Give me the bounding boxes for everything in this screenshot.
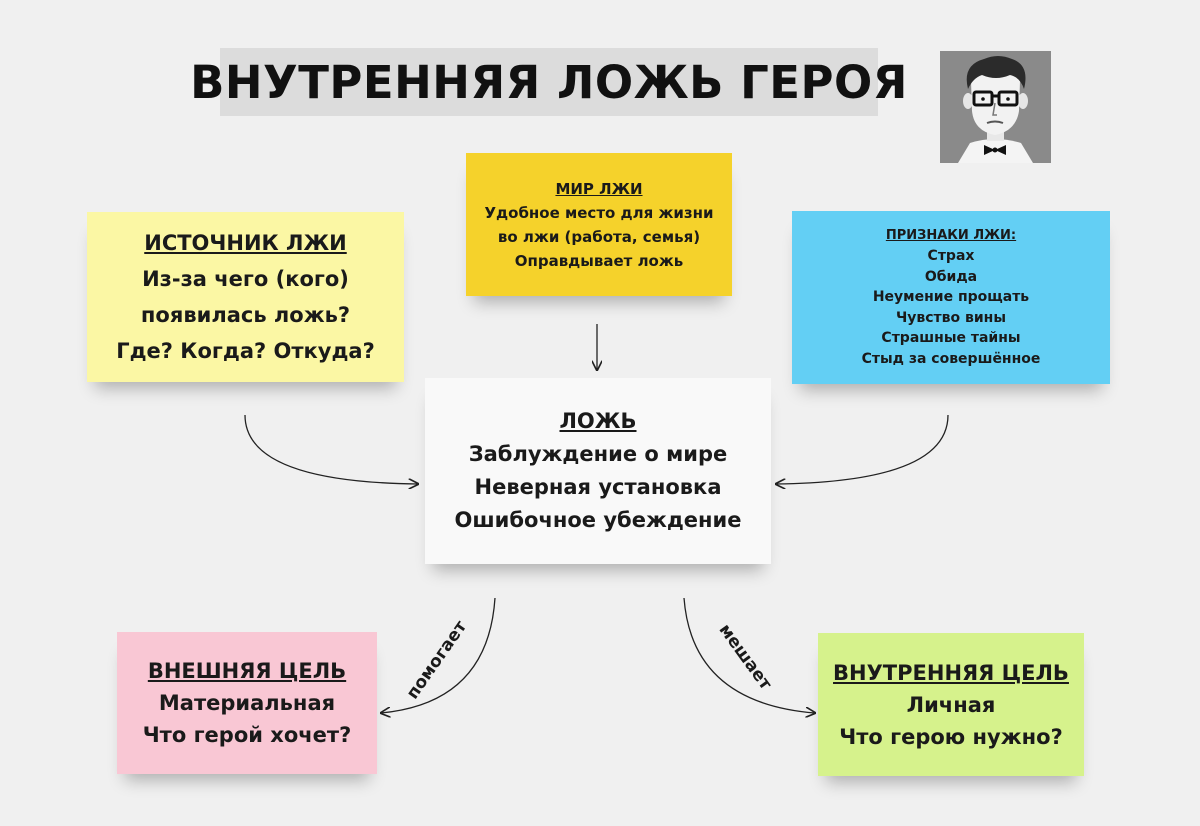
note-line: Что герою нужно? (839, 724, 1063, 749)
note-line: Личная (906, 692, 996, 717)
note-line: Неумение прощать (872, 289, 1030, 306)
note-line: Заблуждение о мире (468, 442, 728, 466)
note-line: Материальная (158, 691, 336, 715)
note-line: Ошибочное убеждение (454, 508, 742, 532)
world-of-lie-note: МИР ЛЖИ Удобное место для жизни во лжи (… (466, 153, 732, 296)
note-heading: ИСТОЧНИК ЛЖИ (144, 231, 347, 255)
note-line: во лжи (работа, семья) (497, 227, 701, 246)
lie-note: ЛОЖЬ Заблуждение о мире Неверная установ… (425, 378, 771, 564)
note-line: Оправдывает ложь (514, 251, 684, 270)
note-heading: ПРИЗНАКИ ЛЖИ: (885, 227, 1017, 243)
note-line: Где? Когда? Откуда? (116, 339, 375, 363)
note-line: Чувство вины (895, 309, 1007, 326)
note-heading: ВНУТРЕННЯЯ ЦЕЛЬ (833, 660, 1069, 685)
note-heading: ВНЕШНЯЯ ЦЕЛЬ (147, 659, 347, 683)
inner-goal-note: ВНУТРЕННЯЯ ЦЕЛЬ Личная Что герою нужно? (818, 633, 1084, 776)
arrow-source-to-lie (244, 414, 418, 484)
title-banner: ВНУТРЕННЯЯ ЛОЖЬ ГЕРОЯ (190, 48, 907, 116)
signs-of-lie-note: ПРИЗНАКИ ЛЖИ: Страх Обида Неумение проща… (792, 211, 1110, 384)
note-line: появилась ложь? (140, 303, 351, 327)
source-of-lie-note: ИСТОЧНИК ЛЖИ Из-за чего (кого) появилась… (87, 212, 404, 382)
note-line: Обида (924, 268, 978, 285)
note-line: Неверная установка (474, 475, 722, 499)
page-title: ВНУТРЕННЯЯ ЛОЖЬ ГЕРОЯ (190, 55, 908, 109)
note-line: Страшные тайны (881, 330, 1021, 347)
cartoon-man-icon (940, 51, 1051, 163)
note-line: Стыд за совершённое (861, 350, 1041, 367)
note-heading: ЛОЖЬ (559, 409, 637, 433)
note-heading: МИР ЛЖИ (555, 179, 643, 198)
helps-label: помогает (403, 617, 472, 703)
hinders-label: мешает (715, 620, 776, 694)
portrait-icon (940, 51, 1051, 163)
note-line: Из-за чего (кого) (142, 267, 349, 291)
outer-goal-note: ВНЕШНЯЯ ЦЕЛЬ Материальная Что герой хоче… (117, 632, 377, 774)
arrow-signs-to-lie (776, 414, 949, 484)
arrow-lie-to-outer-goal (381, 597, 496, 713)
arrow-lie-to-inner-goal (683, 597, 815, 713)
note-line: Удобное место для жизни (484, 203, 714, 222)
note-line: Страх (927, 248, 975, 265)
note-line: Что герой хочет? (142, 723, 352, 747)
